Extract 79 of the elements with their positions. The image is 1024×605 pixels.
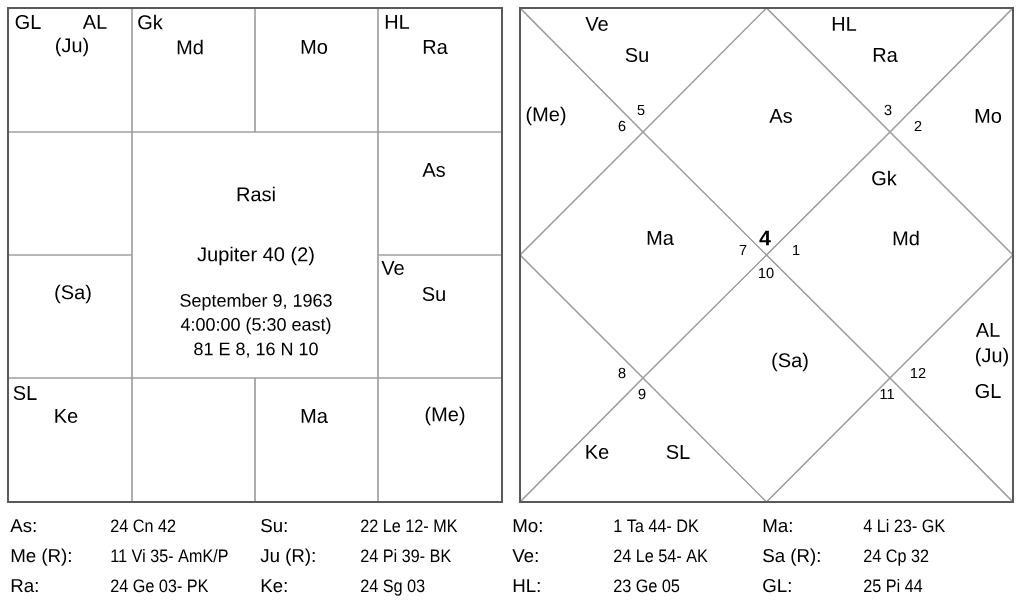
planet-label: Ke [55,409,78,423]
planet-label: Md [893,230,919,246]
planet-label: As [769,109,792,123]
planet-label: SL [13,385,37,401]
planet-label: Su [422,286,445,302]
house-number: 1 [793,244,800,256]
table-value: 24 Cn 42 [111,519,176,533]
table-value: 24 Pi 39- BK [361,548,451,563]
table-value: 24 Cp 32 [864,549,929,566]
planet-label: Ke [586,445,609,459]
planet-label: Rasi [237,186,275,202]
planet-label: Ra [423,40,448,54]
house-number: 7 [739,244,747,256]
house-number: 3 [884,104,892,116]
house-number: 5 [637,104,645,116]
house-cell [377,377,503,503]
house-number: 9 [638,388,646,400]
planet-label: AL [975,323,1000,337]
planet-label: Ve [585,17,608,31]
table-key: Ma: [763,519,792,533]
planet-label: (Me) [526,106,566,126]
planet-label: SL [666,444,690,460]
planet-label: 4:00:00 (5:30 east) [180,317,331,335]
planet-label: Jupiter 40 (2) [197,246,314,266]
planet-label: HL [385,15,410,29]
house-number: 8 [618,367,626,379]
house-number: 6 [618,120,626,132]
table-value: 24 Sg 03 [361,579,425,596]
planet-label: (Ju) [976,347,1008,367]
planet-label: GL [975,383,1001,399]
table-key: Ve: [512,549,538,563]
planet-label: Md [177,39,203,55]
house-number: 2 [914,120,922,132]
table-key: Sa (R): [763,548,820,566]
table-value: 24 Ge 03- PK [111,579,209,593]
table-value: 22 Le 12- MK [361,519,458,533]
table-key: HL: [513,579,540,592]
planet-label: Gk [138,14,163,30]
planet-label: (Me) [425,406,465,426]
planet-label: HL [832,17,857,31]
planet-label: September 9, 1963 [180,293,332,311]
table-key: As: [10,519,36,533]
planet-label: GL [15,14,41,30]
table-key: Ju (R): [260,548,315,566]
house-cell [131,377,256,503]
planet-label: Su [625,47,648,63]
planet-label: AL [82,15,107,29]
table-value: 1 Ta 44- DK [614,519,699,533]
table-key: Mo: [513,519,542,533]
planet-label: Mo [975,109,1002,123]
house-cell [7,254,133,379]
house-cell [377,131,503,256]
planet-label: Ve [381,261,404,275]
house-number: 4 [759,230,771,246]
table-value: 11 Vi 35- AmK/P [111,548,228,563]
house-cell [377,254,503,379]
table-value: 25 Pi 44 [864,578,923,593]
table-key: Ra: [11,579,38,593]
table-value: 24 Le 54- AK [614,549,708,563]
planet-label: 81 E 8, 16 N 10 [194,342,318,358]
house-number: 10 [758,267,774,279]
table-key: GL: [763,578,791,593]
planet-label: Gk [872,170,897,186]
table-key: Ke: [261,579,287,593]
table-value: 23 Ge 05 [614,579,680,593]
planet-label: Ra [873,48,898,62]
planet-label: Mo [301,40,328,54]
planet-label: As [422,163,445,177]
table-value: 4 Li 23- GK [863,518,945,533]
house-cell [254,377,379,503]
house-number: 11 [880,388,894,400]
table-key: Su: [261,518,287,533]
house-number: 12 [910,367,926,379]
planet-label: (Ju) [56,37,88,57]
table-key: Me (R): [11,548,71,566]
planet-label: (Sa) [55,284,91,304]
planet-label: (Sa) [772,352,808,372]
planet-label: Ma [301,409,328,423]
planet-label: Ma [647,231,674,245]
